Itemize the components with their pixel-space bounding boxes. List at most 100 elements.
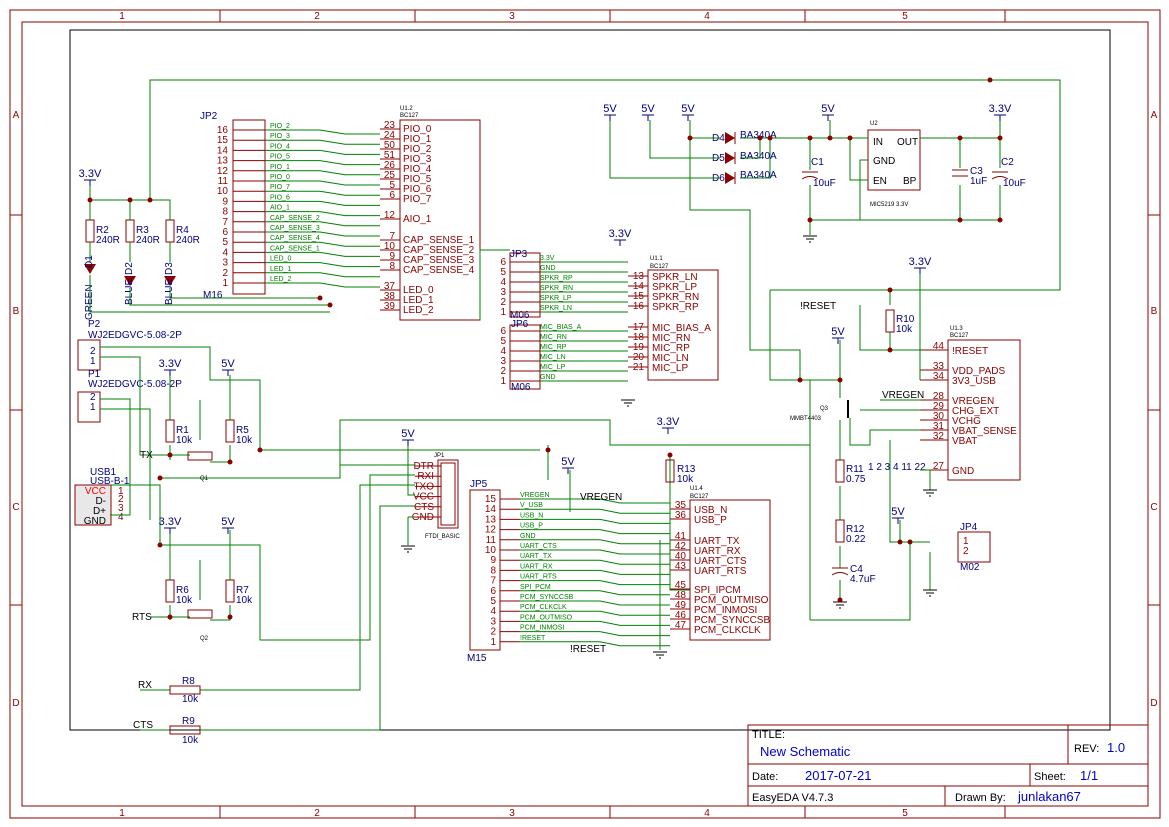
jp5-net-3: USB_P: [520, 523, 543, 530]
p1-pin1: 1: [90, 402, 96, 413]
r10-ref: R10: [896, 314, 915, 325]
jp5-pin-15: 15: [485, 494, 497, 505]
d5-value: BA340A: [740, 151, 777, 162]
row-c-r: C: [1150, 502, 1157, 513]
p1-pin2: 2: [90, 392, 96, 403]
r7-value: 10k: [236, 595, 253, 606]
p2-pin1: 1: [90, 356, 96, 367]
junction-11: [957, 135, 963, 141]
row-a: A: [13, 110, 20, 121]
u14-pinnum-48: 48: [675, 590, 687, 601]
jp5-net-5: UART_CTS: [520, 543, 557, 550]
u13-pin-vregen: VREGEN: [952, 396, 994, 407]
jp5-pin-1: 1: [490, 637, 496, 648]
u14-pinnum-47: 47: [675, 620, 687, 631]
junction-6: [757, 135, 763, 141]
led-d2-ref: D2: [124, 262, 135, 275]
net-rts: RTS: [132, 612, 152, 623]
r2-value: 240R: [96, 235, 120, 246]
col-3: 3: [509, 11, 515, 22]
c3-ref: C3: [970, 166, 983, 177]
u2-regulator: U2 IN OUT GND EN BP MIC5219 3.3V: [867, 121, 921, 208]
u12-pin-pio_1: PIO_1: [403, 134, 432, 145]
jp3-pin-6: 6: [500, 257, 506, 268]
u12-pin-pio_4: PIO_4: [403, 164, 432, 175]
u12-pin-pio_7: PIO_7: [403, 194, 432, 205]
jp3-net-3: SPKR_RN: [540, 285, 573, 292]
jp2-pin-10: 10: [217, 186, 229, 197]
jp2-pin-15: 15: [217, 135, 229, 146]
r7-ref: R7: [236, 585, 249, 596]
u12-pinnum-39: 39: [384, 301, 396, 312]
r6-value: 10k: [176, 595, 193, 606]
u12-pinnum-25: 25: [384, 170, 396, 181]
u12-pin-led_2: LED_2: [403, 305, 434, 316]
d5-symbol: [725, 152, 735, 164]
r12-ref: R12: [846, 524, 865, 535]
u13-pin-vchg: VCHG: [952, 416, 981, 427]
jp2-pin-5: 5: [222, 237, 228, 248]
jp5-net-14: !RESET: [520, 635, 546, 642]
u12-pin-led_1: LED_1: [403, 295, 434, 306]
power-label-8: 3.3V: [989, 103, 1012, 115]
jp5-pin-3: 3: [490, 616, 496, 627]
jp4-pin2: 2: [963, 546, 969, 557]
jp5-pin-14: 14: [485, 504, 497, 515]
junction-28: [545, 447, 551, 453]
u14-pinnum-36: 36: [675, 510, 687, 521]
u11-pin-mic_rn: MIC_RN: [652, 333, 690, 344]
jp6-pin-2: 2: [500, 366, 506, 377]
jp4-value: M02: [960, 562, 980, 573]
jp2-net-0: PIO_2: [270, 123, 290, 130]
r4-value: 240R: [176, 235, 200, 246]
p2-value: WJ2EDGVC-5.08-2P: [88, 330, 182, 341]
jp5-pin-8: 8: [490, 565, 496, 576]
jp2-net-4: PIO_1: [270, 164, 290, 171]
u12-pin-cap_sense_3: CAP_SENSE_3: [403, 255, 475, 266]
jp1-pin-rxi: RXI: [417, 471, 434, 482]
ground-symbols: [401, 235, 937, 659]
jp1-pin-gnd: GND: [412, 512, 434, 523]
junction-dots: [87, 77, 1003, 620]
junction-0: [87, 197, 93, 203]
c4-ref: C4: [850, 564, 863, 575]
r11-value: 0.75: [846, 474, 866, 485]
r5-ref: R5: [236, 425, 249, 436]
r8-r9: R8 10k R9 10k RX CTS: [133, 676, 201, 746]
u11-pinnum-19: 19: [633, 342, 645, 353]
u2-pin-gnd: GND: [873, 156, 895, 167]
jp5-net-4: GND: [520, 533, 536, 540]
r3-ref: R3: [136, 225, 149, 236]
jp3-net-4: SPKR_LP: [540, 295, 572, 302]
u12-pinnum-51: 51: [384, 150, 396, 161]
q3-ref: Q3: [820, 406, 829, 412]
jp5-net-12: PCM_OUTMISO: [520, 614, 573, 621]
junction-32: [907, 539, 913, 545]
u14-pinnum-45: 45: [675, 580, 687, 591]
usb-connector: USB1 USB-B-1 VCC D- D+ GND 1 2 3 4: [74, 467, 130, 527]
u12-pinnum-24: 24: [384, 130, 396, 141]
power-label-9: 3.3V: [909, 256, 932, 268]
r8-ref: R8: [182, 676, 195, 687]
col-1: 1: [119, 11, 125, 22]
jp3-net-1: GND: [540, 265, 556, 272]
u12-pinnum-7: 7: [389, 231, 395, 242]
title-label: TITLE:: [752, 729, 785, 741]
u13-pin-!reset: !RESET: [952, 346, 988, 357]
junction-27: [257, 447, 263, 453]
sheet-value: 1/1: [1080, 768, 1098, 783]
jp5-pin-2: 2: [490, 627, 496, 638]
drawn-by-label: Drawn By:: [955, 792, 1006, 804]
jp4-ref: JP4: [960, 522, 978, 533]
jp5-net-2: USB_N: [520, 512, 543, 519]
junction-20: [797, 377, 803, 383]
u12-pin-cap_sense_4: CAP_SENSE_4: [403, 265, 475, 276]
jp1-ref: JP1: [434, 453, 445, 459]
u13-pinnum-29: 29: [933, 401, 945, 412]
c3-value: 1uF: [970, 176, 987, 187]
jp5-pin-10: 10: [485, 545, 497, 556]
